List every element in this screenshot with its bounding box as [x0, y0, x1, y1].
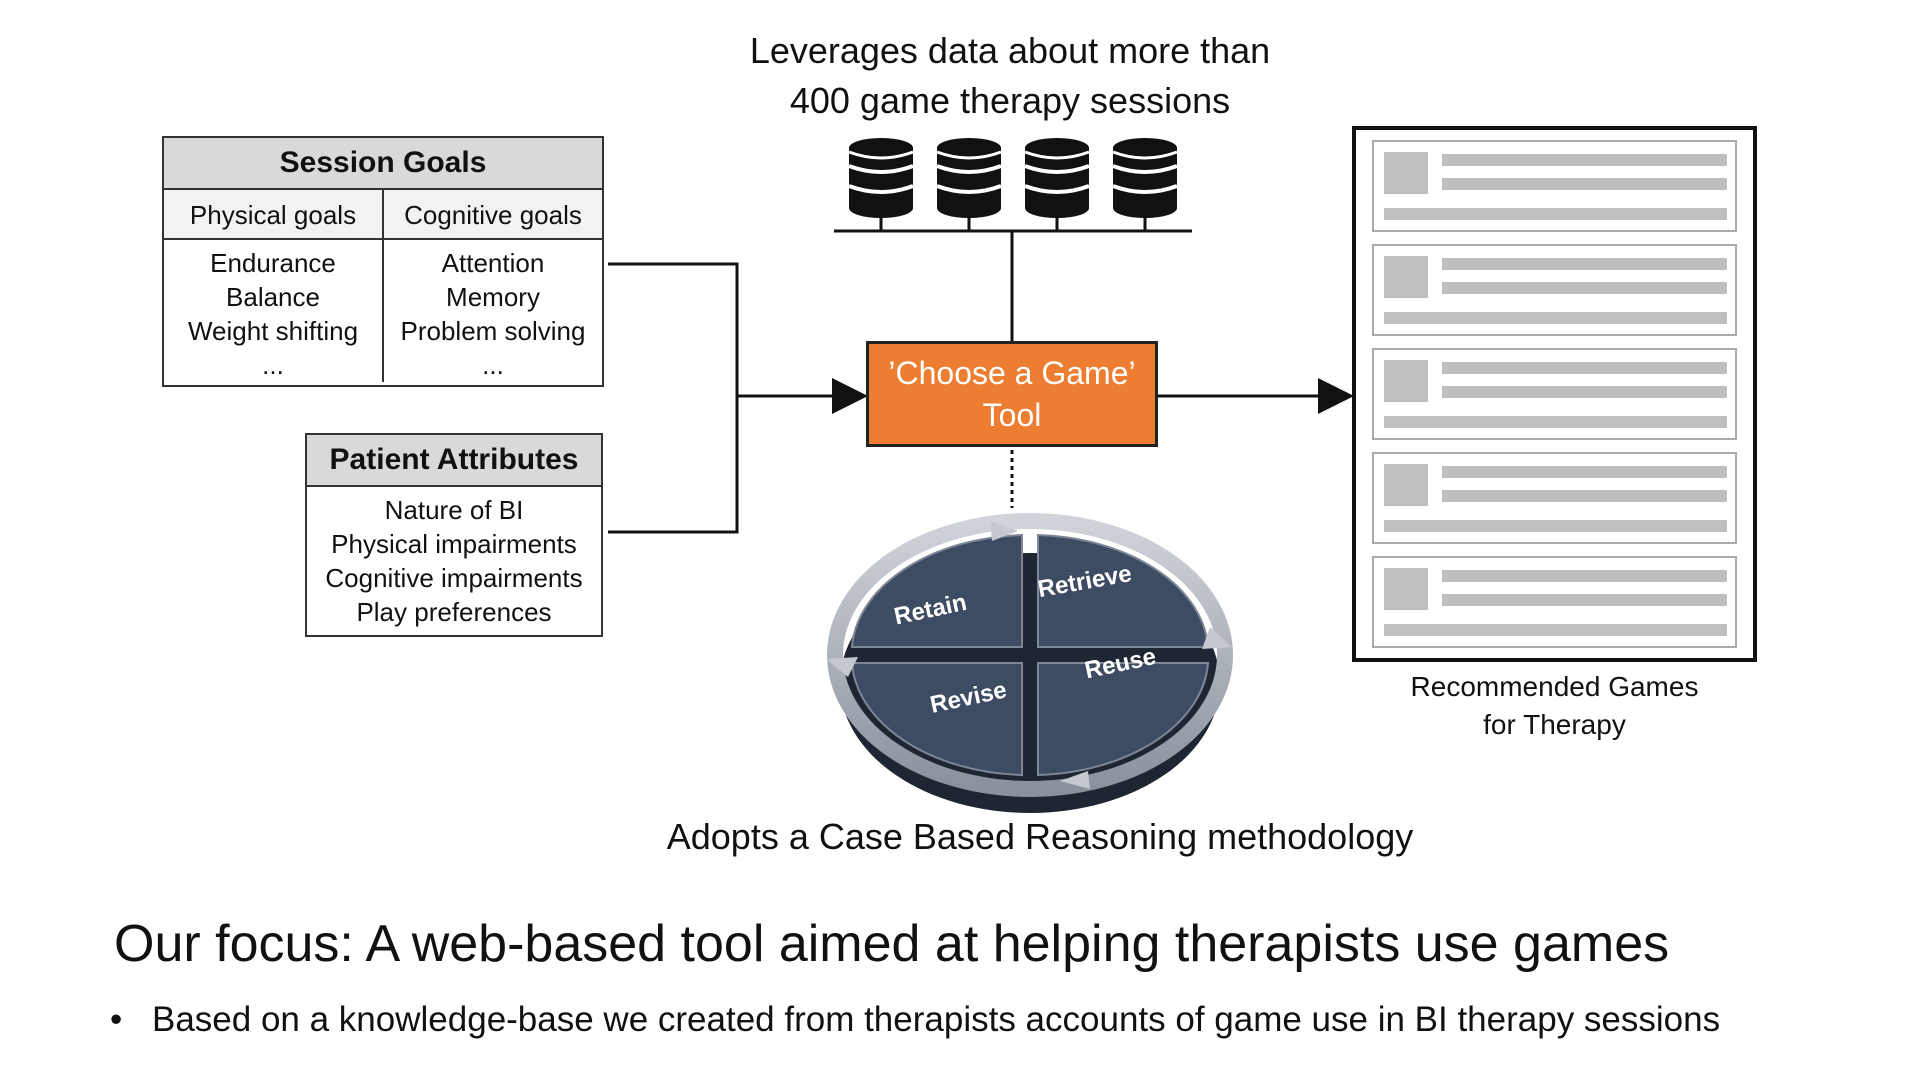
- data-source-caption-line1: Leverages data about more than: [749, 30, 1271, 71]
- cognitive-goal-item: Memory: [446, 282, 540, 312]
- database-icon: [848, 138, 914, 218]
- cbr-quadrant-retrieve: [1037, 533, 1210, 648]
- tool-label-line1: ’Choose a Game’: [888, 355, 1136, 391]
- database-icon: [936, 138, 1002, 218]
- cbr-cycle: Retain Retrieve Revise Reuse: [826, 513, 1233, 813]
- physical-goal-item: Endurance: [210, 248, 336, 278]
- cbr-quadrant-reuse: [1037, 662, 1210, 777]
- physical-goals-header: Physical goals: [164, 190, 382, 240]
- cognitive-goal-item: ...: [482, 350, 504, 380]
- tool-label-line2: Tool: [982, 397, 1042, 433]
- data-source-caption-line2: 400 game therapy sessions: [789, 80, 1231, 121]
- patient-attributes-table: Patient Attributes Nature of BI Physical…: [305, 433, 603, 637]
- cognitive-goal-item: Problem solving: [400, 316, 586, 346]
- bullet-list-item: • Based on a knowledge-base we created fr…: [110, 1000, 1720, 1040]
- focus-heading: Our focus: A web-based tool aimed at hel…: [114, 915, 1670, 973]
- database-icons: [848, 138, 1178, 218]
- patient-attribute-item: Play preferences: [356, 597, 552, 627]
- patient-attributes-title: Patient Attributes: [307, 435, 601, 487]
- game-card-placeholder: [1372, 452, 1737, 544]
- session-goals-title: Session Goals: [164, 138, 602, 190]
- recommended-games-panel: [1352, 126, 1757, 662]
- game-card-placeholder: [1372, 244, 1737, 336]
- session-goals-table: Session Goals Physical goals Cognitive g…: [162, 136, 604, 387]
- cbr-quadrant-retain: [850, 533, 1023, 648]
- patient-attribute-item: Nature of BI: [384, 495, 524, 525]
- recommended-games-caption: Recommended Games for Therapy: [1352, 668, 1757, 744]
- physical-goal-item: Weight shifting: [187, 316, 359, 346]
- physical-goal-item: ...: [262, 350, 284, 380]
- cbr-caption: Adopts a Case Based Reasoning methodolog…: [666, 816, 1414, 857]
- database-bus: [834, 218, 1192, 341]
- cognitive-goal-item: Attention: [441, 248, 545, 278]
- data-source-caption: Leverages data about more than 400 game …: [560, 26, 1460, 126]
- recommended-caption-line2: for Therapy: [1483, 709, 1626, 740]
- patient-attributes-list: Nature of BI Physical impairments Cognit…: [307, 487, 601, 629]
- bullet-text: Based on a knowledge-base we created fro…: [152, 1000, 1721, 1039]
- patient-attribute-item: Cognitive impairments: [325, 563, 583, 593]
- cbr-quadrant-revise: [850, 662, 1023, 777]
- cognitive-goals-list: Attention Memory Problem solving ...: [382, 240, 602, 382]
- cognitive-goals-header: Cognitive goals: [382, 190, 602, 240]
- game-card-placeholder: [1372, 140, 1737, 232]
- patient-attribute-item: Physical impairments: [331, 529, 577, 559]
- database-icon: [1024, 138, 1090, 218]
- bullet-icon: •: [110, 1000, 123, 1039]
- physical-goals-list: Endurance Balance Weight shifting ...: [164, 240, 382, 382]
- choose-a-game-tool-box: ’Choose a Game’ Tool: [866, 341, 1158, 447]
- recommended-caption-line1: Recommended Games: [1410, 671, 1699, 702]
- game-card-placeholder: [1372, 556, 1737, 648]
- database-icon: [1112, 138, 1178, 218]
- input-connectors: [608, 262, 868, 534]
- physical-goal-item: Balance: [226, 282, 320, 312]
- game-card-placeholder: [1372, 348, 1737, 440]
